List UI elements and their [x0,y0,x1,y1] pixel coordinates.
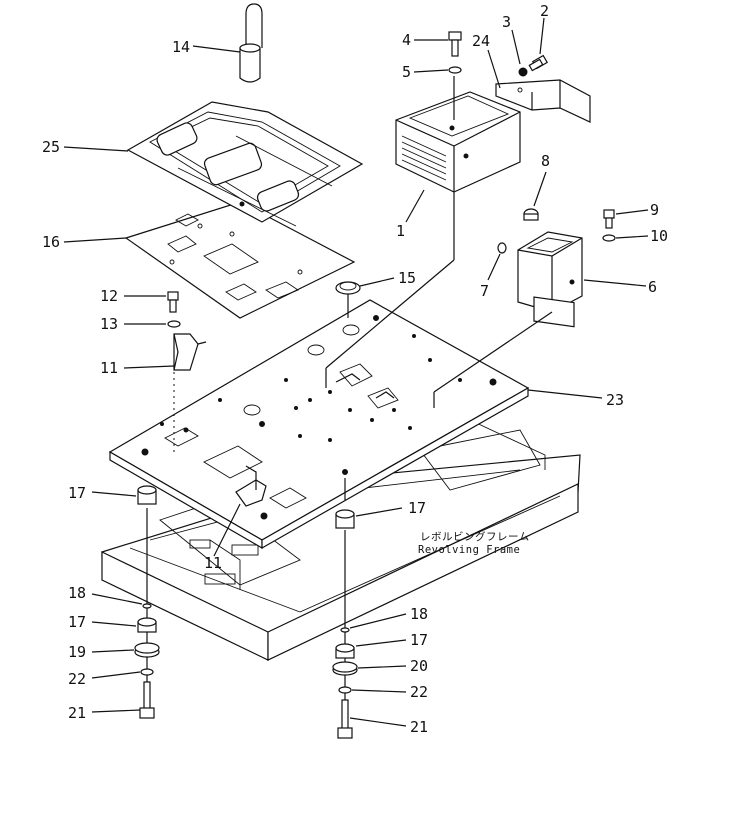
bolt-12 [167,291,179,313]
cap-8 [523,208,539,221]
callout-22-left: 22 [68,670,86,688]
callout-3: 3 [502,13,511,31]
bolt-4 [448,31,462,57]
cushion-17-left-bottom [137,617,157,633]
callout-21-right: 21 [410,718,428,736]
bolt-2 [528,54,549,72]
floor-mat-25 [126,101,364,227]
bolt-21-right [337,699,353,739]
washer-22-left [140,668,154,676]
leader-lines [63,17,649,727]
callout-16: 16 [42,233,60,251]
callout-6: 6 [648,278,657,296]
cushion-17-right-bottom [335,643,355,659]
washer-10 [602,234,616,242]
callout-22-right: 22 [410,683,428,701]
washer-13 [167,320,181,328]
callout-4: 4 [402,31,411,49]
plate-19 [134,642,160,658]
callout-14: 14 [172,38,190,56]
mount-stack-left [134,485,160,719]
cushion-17-right-top [335,509,355,529]
bracket-24 [495,79,591,123]
handle-14 [239,3,263,83]
callout-18-left: 18 [68,584,86,602]
callout-11-bottom: 11 [204,554,222,572]
floor-plate [108,299,530,550]
callout-21-left: 21 [68,704,86,722]
bolt-21-left [139,681,155,719]
callout-18-right: 18 [410,605,428,623]
bracket-11 [173,333,207,371]
box-6 [433,231,583,393]
callout-25: 25 [42,138,60,156]
callout-17-right-top: 17 [408,499,426,517]
callout-13: 13 [100,315,118,333]
callout-labels: 14 25 16 4 5 24 3 2 1 8 9 10 7 6 15 12 1… [42,2,668,736]
callout-19: 19 [68,643,86,661]
callout-24: 24 [472,32,490,50]
callout-17-left-top: 17 [68,484,86,502]
callout-2: 2 [540,2,549,20]
callout-5: 5 [402,63,411,81]
washer-5 [448,66,462,74]
cover-box-1 [325,76,521,369]
callout-17-right-bottom: 17 [410,631,428,649]
floor-mat-16 [124,201,356,319]
bolt-9 [603,209,615,229]
washer-3 [518,67,528,77]
callout-23: 23 [606,391,624,409]
vent-slots [401,135,447,181]
washer-18-right [340,627,350,633]
frame-note: レボルビングフレーム Revolving Frame [418,530,530,556]
callout-8: 8 [541,152,550,170]
plate-20 [332,661,358,676]
callout-7: 7 [480,282,489,300]
nut-7 [497,242,507,254]
callout-9: 9 [650,201,659,219]
callout-10: 10 [650,227,668,245]
callout-15: 15 [398,269,416,287]
frame-note-japanese: レボルビングフレーム [420,530,530,543]
frame-note-english: Revolving Frame [418,544,520,556]
cushion-17-left-top [137,485,157,505]
callout-1: 1 [396,222,405,240]
mount-stack-right [332,478,358,739]
washer-18-left [142,603,152,609]
callout-12: 12 [100,287,118,305]
callout-20: 20 [410,657,428,675]
rubber-mount-15 [335,281,361,318]
callout-17-left-bottom: 17 [68,613,86,631]
washer-22-right [338,686,352,694]
callout-11-top: 11 [100,359,118,377]
